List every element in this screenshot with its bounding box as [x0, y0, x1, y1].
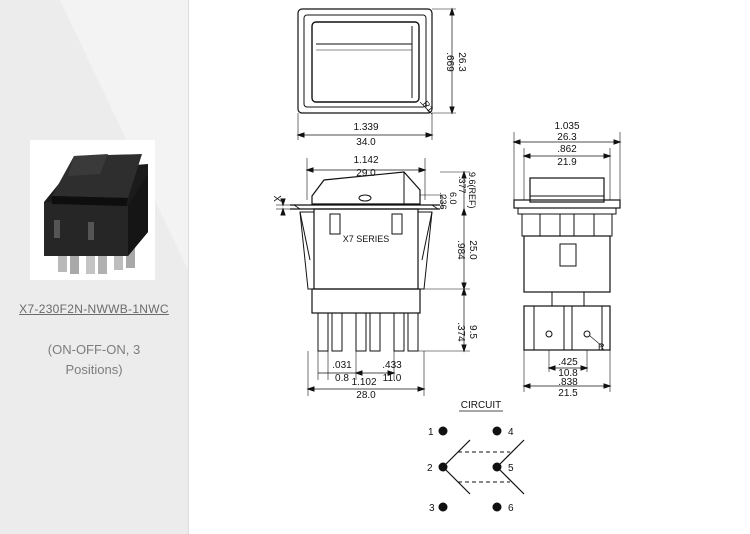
- front-body-mm: 25.0: [467, 240, 478, 260]
- top-width-in: 1.339: [353, 122, 378, 133]
- front-base-mm: 28.0: [356, 390, 376, 401]
- panel-divider: [188, 0, 189, 534]
- front-pitch-mm: 11.0: [383, 373, 402, 384]
- side-b2-in: .838: [558, 377, 578, 388]
- side-w1-in: 1.035: [554, 121, 579, 132]
- front-pitch-in: .433: [382, 360, 402, 371]
- top-height-mm: 26.3: [456, 52, 467, 72]
- side-b1-mm: 10.8: [558, 368, 578, 379]
- front-tw-in: .031: [332, 360, 352, 371]
- side-w1-mm: 26.3: [557, 132, 577, 143]
- front-width-in: 1.142: [353, 155, 378, 166]
- front-d1-in: .236: [438, 192, 448, 210]
- pin-5-label: 5: [508, 463, 514, 474]
- front-tw-mm: 0.8: [335, 373, 349, 384]
- front-d2-in: .377: [457, 176, 467, 194]
- circuit-title: CIRCUIT: [461, 400, 502, 411]
- pin-1-label: 1: [428, 427, 434, 438]
- top-view: .669 26.3 R1 1.339 34.0: [296, 7, 467, 148]
- front-body-in: .984: [455, 240, 466, 260]
- front-x-label: X: [273, 195, 284, 202]
- svg-text:R: R: [598, 342, 605, 352]
- side-b1-in: .425: [558, 357, 578, 368]
- front-d2-mm: 9.6(REF): [467, 172, 477, 209]
- top-radius: R1: [420, 99, 435, 114]
- front-base-in: 1.102: [351, 377, 376, 388]
- side-w2-mm: 21.9: [557, 157, 577, 168]
- front-term-in: .374: [455, 322, 466, 342]
- circuit-diagram: CIRCUIT 1 2 3 4 5 6: [427, 400, 525, 514]
- front-width-mm: 29.0: [356, 168, 376, 179]
- side-w2-in: .862: [557, 144, 577, 155]
- pin-6-label: 6: [508, 503, 514, 514]
- pin-3-label: 3: [429, 503, 435, 514]
- pin-2-label: 2: [427, 463, 433, 474]
- top-width-mm: 34.0: [356, 137, 376, 148]
- side-view: 1.035 26.3 .862 21.9 R .425 10.8: [512, 121, 622, 399]
- pin-4-label: 4: [508, 427, 514, 438]
- front-d1-mm: 6.0: [448, 192, 458, 205]
- switch-mode-description: (ON-OFF-ON, 3 Positions): [0, 340, 188, 380]
- front-term-mm: 9.5: [467, 325, 478, 339]
- mode-line-2: Positions): [65, 362, 123, 377]
- series-label: X7 SERIES: [343, 234, 390, 244]
- side-b2-mm: 21.5: [558, 388, 578, 399]
- front-view: 1.142 29.0 X X7 SERIES: [273, 155, 478, 401]
- technical-drawing: .669 26.3 R1 1.339 34.0 1.142 29.0 X: [273, 7, 622, 514]
- mode-line-1: (ON-OFF-ON, 3: [47, 342, 141, 357]
- top-height-in: .669: [444, 52, 455, 72]
- model-number-link[interactable]: X7-230F2N-NWWB-1NWC: [19, 302, 169, 316]
- product-photo: [30, 140, 155, 280]
